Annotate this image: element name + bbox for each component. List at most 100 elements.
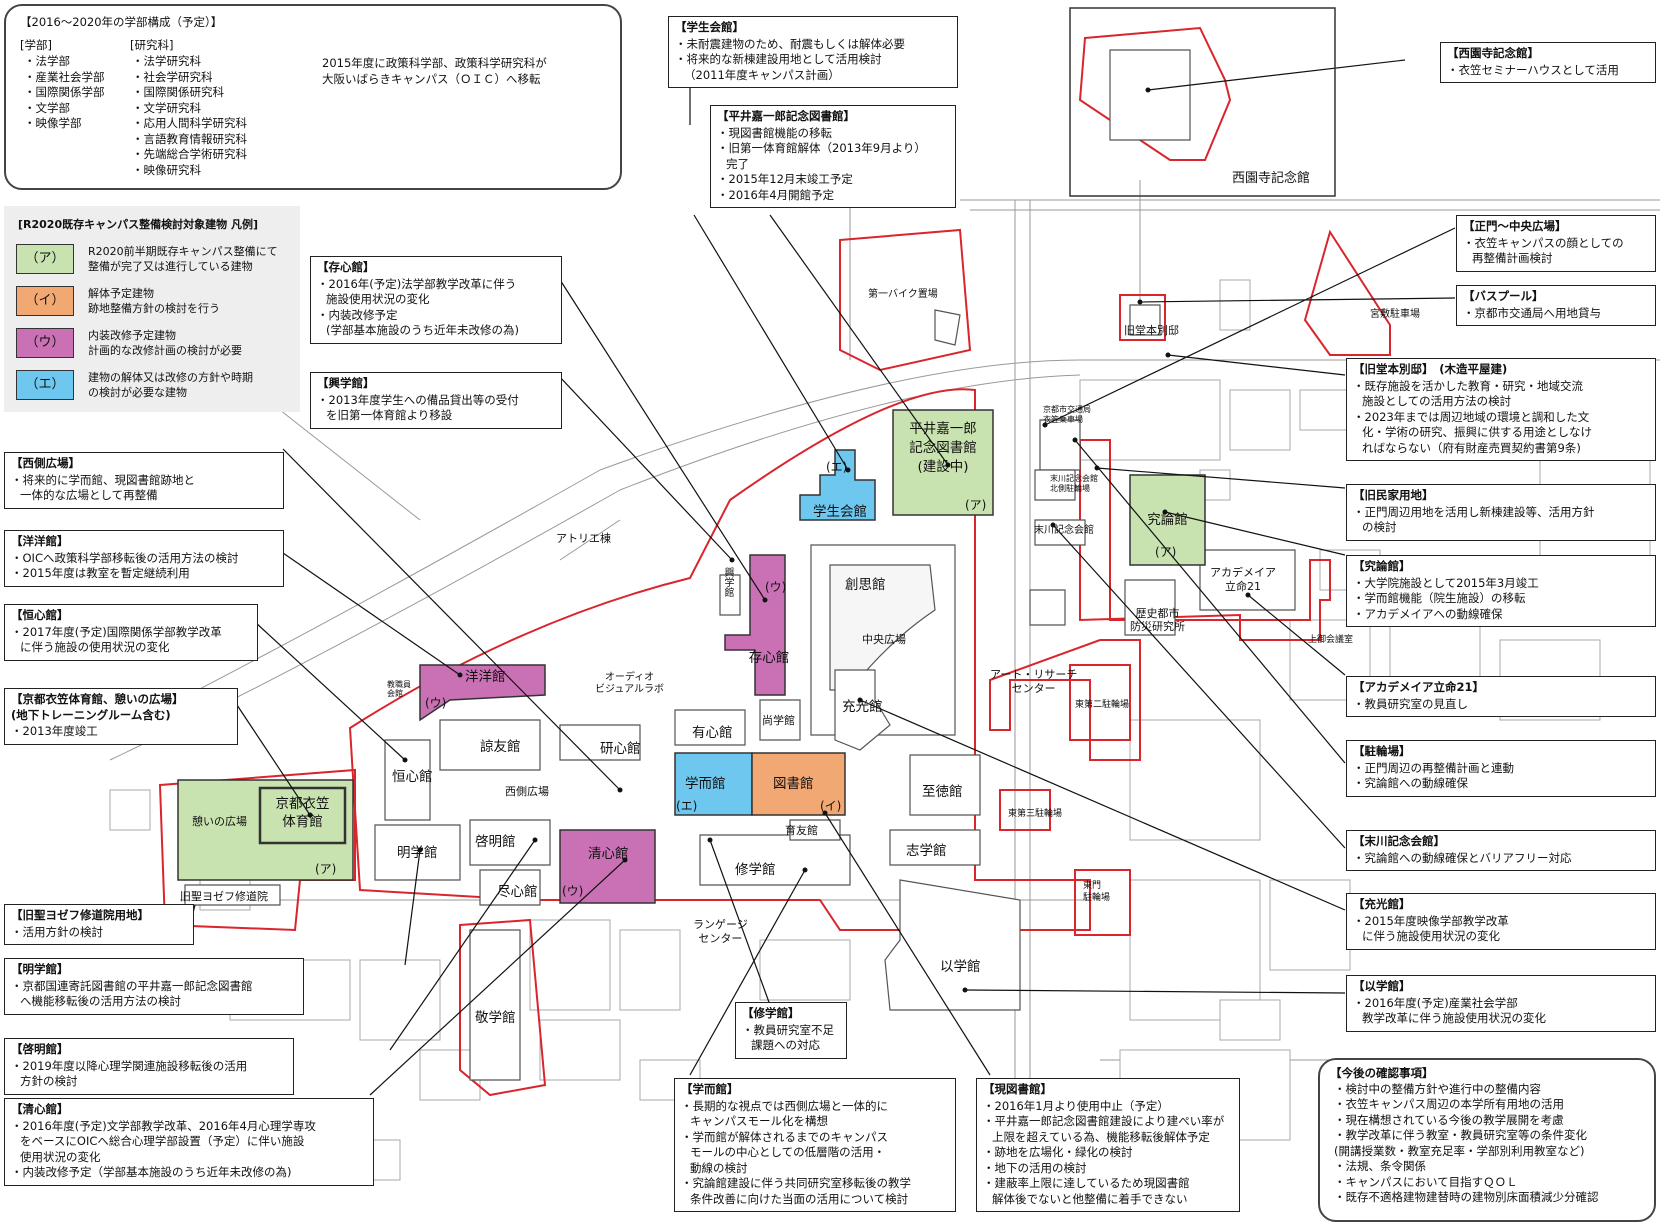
label-suekawa-north: 末川記念会館 北側駐輪場: [1050, 474, 1098, 493]
callout-kyuron: 【究論館】・大学院施設として2015年3月竣工・学而館機能（院生施設）の移転・ア…: [1346, 555, 1656, 627]
callout-item: ・京都市交通局へ用地貸与: [1463, 305, 1601, 320]
label-ikoi: 憩いの広場: [192, 815, 247, 828]
building-footprints: [184, 49, 1296, 1081]
leader-lines: [189, 59, 1456, 1096]
list-item: ・国際関係学部: [24, 85, 105, 99]
label-suekawa: 末川記念会館: [1034, 525, 1094, 536]
list-item: ・法学研究科: [132, 54, 201, 68]
callout-item: ・旧第一体育館解体（2013年9月より） 完了: [717, 141, 926, 171]
callout-title: 【恒心館】: [11, 608, 69, 622]
future-item: ・検討中の整備方針や進行中の整備内容: [1334, 1081, 1541, 1096]
label-yushin: 有心館: [692, 725, 733, 741]
legend-swatch: （イ）: [16, 286, 74, 316]
callout-title: 【清心館】: [11, 1102, 69, 1116]
future-item: ・既存不適格建物建替時の建物別床面積減少分確認: [1334, 1190, 1599, 1204]
callout-academeia: 【アカデメイア立命21】・教員研究室の見直し: [1346, 676, 1656, 717]
callout-churinjo: 【駐輪場】・正門周辺の再整備計画と連動・究論館への動線確保: [1346, 740, 1656, 797]
callout-title: 【京都衣笠体育館、憩いの広場】 (地下トレーニングルーム含む): [11, 692, 184, 722]
callout-title: 【明学館】: [11, 962, 69, 976]
callout-kyudo-honbettei: 【旧堂本別邸】 (木造平屋建)・既存施設を活かした教育・研究・地域交流 施設とし…: [1346, 358, 1656, 461]
faculty-box-title: 【2016～2020年の学部構成（予定）】: [20, 15, 223, 29]
callout-item: ・2013年度竣工: [11, 724, 98, 738]
callout-item: ・地下の活用の検討: [983, 1160, 1087, 1175]
callout-title: 【平井嘉一郎記念図書館】: [717, 109, 855, 123]
callout-item: ・2015年度映像学部教学改革 に伴う施設使用状況の変化: [1353, 913, 1509, 944]
legend-swatch: （ア）: [16, 244, 74, 274]
callout-kogaku: 【興学館】・2013年度学生への備品貸出等の受付 を旧第一体育館より移設: [310, 372, 562, 429]
callout-title: 【バスプール】: [1463, 289, 1544, 303]
label-atorie: アトリエ棟: [556, 532, 611, 545]
callout-igaku: 【以学館】・2016年度(予定)産業社会学部 教学改革に伴う施設使用状況の変化: [1346, 975, 1656, 1032]
callout-title: 【学生会館】: [675, 20, 744, 34]
callout-item: ・2015年12月末竣工予定: [717, 172, 853, 186]
future-item: ・現在構想されている今後の教学展開を考慮: [1334, 1112, 1564, 1127]
callout-item: ・2019年度以降心理学関連施設移転後の活用 方針の検討: [11, 1058, 248, 1089]
label-hirai-library: 平井嘉一郎 記念図書館 (建設中): [909, 421, 977, 475]
label-kami: 上御会議室: [1308, 635, 1354, 645]
callout-title: 【充光館】: [1353, 897, 1411, 911]
tag-toshokan: (イ): [820, 799, 842, 813]
callout-item: ・現図書館機能の移転: [717, 125, 832, 140]
label-keimei: 啓明館: [475, 834, 516, 850]
faculties-list: ・法学部・産業社会学部・国際関係学部・文学部・映像学部: [24, 54, 105, 132]
list-item: ・応用人間科学研究科: [132, 116, 247, 130]
callout-item: ・2016年(予定)法学部教学改革に伴う 施設使用状況の変化: [317, 276, 517, 307]
callout-item: ・2016年4月開館予定: [717, 187, 835, 202]
callout-item: ・究論館への動線確保: [1353, 776, 1468, 790]
label-taiikukan: 京都衣笠 体育館: [275, 796, 330, 830]
callout-taiikukan: 【京都衣笠体育館、憩いの広場】 (地下トレーニングルーム含む) ・2013年度竣工: [4, 688, 238, 745]
callout-title: 【西園寺記念館】: [1447, 46, 1539, 60]
legend-swatch: （エ）: [16, 370, 74, 400]
callout-item: ・2023年までは周辺地域の環境と調和した文 化・学術の研究、振興に供する用途と…: [1353, 409, 1592, 455]
callout-gentoshokan: 【現図書館】・2016年1月より使用中止（予定）・平井嘉一郎記念図書館建設により…: [976, 1078, 1240, 1212]
label-shugaku: 修学館: [735, 862, 776, 878]
legend-text: 解体予定建物 跡地整備方針の検討を行う: [88, 287, 220, 315]
legend-text: 内装改修予定建物 計画的な改修計画の検討が必要: [88, 329, 242, 357]
callout-kyuseiyo: 【旧聖ヨゼフ修道院用地】・活用方針の検討: [4, 904, 194, 945]
legend-item-u: （ウ）内装改修予定建物 計画的な改修計画の検討が必要: [16, 328, 296, 362]
future-box-title: 【今後の確認事項】: [1330, 1066, 1434, 1080]
callout-shugaku: 【修学館】・教員研究室不足 課題への対応: [735, 1002, 847, 1059]
faculties-heading: [学部]: [20, 38, 52, 52]
callout-title: 【洋洋館】: [11, 534, 69, 548]
callout-item: ・既存施設を活かした教育・研究・地域交流 施設としての活用方法の検討: [1353, 378, 1583, 409]
label-shitoku: 至徳館: [922, 784, 963, 800]
callout-zonshin: 【存心館】・2016年(予定)法学部教学改革に伴う 施設使用状況の変化・内装改修…: [310, 256, 562, 344]
callout-item: ・学而館が解体されるまでのキャンパス モールの中心としての低層階の活用・ 動線の…: [681, 1129, 888, 1175]
tag-gakuji: (エ): [676, 799, 698, 813]
label-yashiki: 宮敷駐車場: [1370, 309, 1420, 320]
callout-item: ・未耐震建物のため、耐震もしくは解体必要: [675, 36, 905, 51]
tag-taiikukan: (ア): [315, 862, 337, 876]
callout-item: ・将来的に学而館、現図書館跡地と 一体的な広場として再整備: [11, 472, 195, 503]
label-kyuron: 究論館: [1147, 512, 1188, 528]
callout-title: 【旧聖ヨゼフ修道院用地】: [11, 908, 149, 922]
callout-item: ・衣笠セミナーハウスとして活用: [1447, 62, 1619, 77]
callout-item: ・正門周辺の再整備計画と連動: [1353, 760, 1514, 775]
list-item: ・産業社会学部: [24, 69, 105, 84]
label-sosi: 創思館: [845, 577, 886, 593]
label-koshin: 恒心館: [392, 769, 433, 785]
label-kenshin: 研心館: [600, 741, 641, 757]
callout-keimei: 【啓明館】・2019年度以降心理学関連施設移転後の活用 方針の検討: [4, 1038, 294, 1095]
list-item: ・言語教育情報研究科: [132, 131, 247, 146]
callout-item: ・建蔽率上限に達しているため現図書館 解体後でないと他整備に着手できない: [983, 1176, 1190, 1206]
callout-item: ・2016年1月より使用中止（予定）: [983, 1098, 1169, 1113]
callout-seimon: 【正門～中央広場】・衣笠キャンパスの顔としての 再整備計画検討: [1456, 215, 1656, 272]
label-jinshin: 尽心館: [497, 884, 538, 900]
callout-title: 【学而館】: [681, 1082, 739, 1096]
callout-item: ・2017年度(予定)国際関係学部教学改革 に伴う施設の使用状況の変化: [11, 624, 222, 655]
tag-gakusei: (エ): [826, 460, 848, 474]
label-keigaku: 敬学館: [475, 1010, 516, 1026]
callout-title: 【末川記念会館】: [1353, 834, 1445, 848]
label-kyuseiyo-map: 旧聖ヨゼフ修道院: [180, 890, 268, 903]
future-item: ・教学改革に伴う教室・教員研究室等の条件変化 (開講授業数・教室充足率・学部別利…: [1334, 1128, 1587, 1158]
tag-hirai: (ア): [965, 498, 987, 512]
label-toshokan: 図書館: [773, 776, 814, 792]
label-gakuji: 学而館: [685, 776, 726, 792]
legend-item-a: （ア）R2020前半期既存キャンパス整備にて 整備が完了又は進行している建物: [16, 244, 296, 278]
label-shigaku: 志学館: [906, 843, 947, 859]
legend-item-i: （イ） 解体予定建物 跡地整備方針の検討を行う: [16, 286, 296, 320]
callout-item: ・究論館への動線確保とバリアフリー対応: [1353, 850, 1572, 865]
list-item: ・文学部: [24, 100, 70, 115]
callout-item: ・内装改修予定（学部基本施設のうち近年未改修の為): [11, 1165, 292, 1179]
